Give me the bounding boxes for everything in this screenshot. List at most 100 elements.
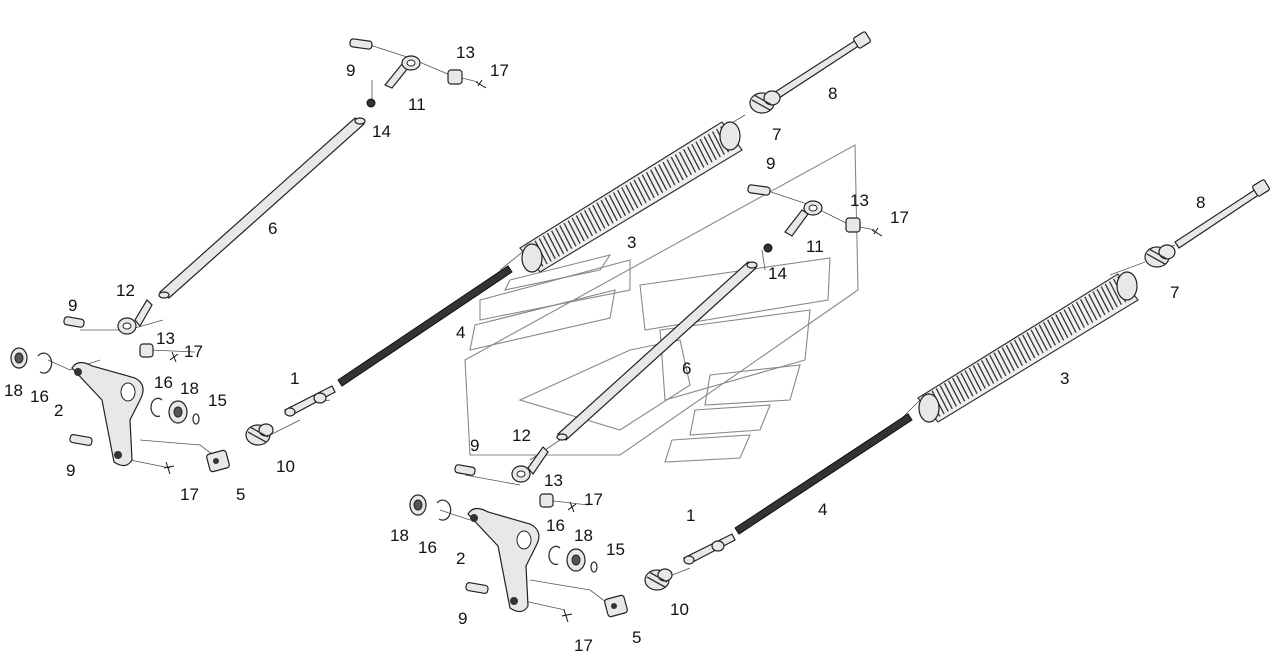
- rod-end-12b: [511, 446, 549, 483]
- pin-9b-top: [747, 184, 771, 196]
- callout-16-a-right: 16: [154, 373, 173, 392]
- callout-3-b: 3: [1060, 369, 1069, 388]
- callout-17-b-low: 17: [574, 636, 593, 655]
- cotter-17a-mid: [169, 351, 179, 363]
- callout-7-b: 7: [1170, 283, 1179, 302]
- callout-6-a: 6: [268, 219, 277, 238]
- callout-10-b: 10: [670, 600, 689, 619]
- callout-17-b-mid: 17: [584, 490, 603, 509]
- cotter-17b-low: [561, 609, 573, 623]
- nut-14a: [366, 98, 376, 108]
- rod-6a: [158, 117, 366, 299]
- callout-2-a: 2: [54, 401, 63, 420]
- callout-7-a: 7: [772, 125, 781, 144]
- pin-9a-low: [69, 434, 93, 446]
- callout-9-a-low: 9: [66, 461, 75, 480]
- threaded-rod-4a: [337, 265, 513, 387]
- spring-cap-7b: [1144, 244, 1176, 268]
- cotter-17b-mid: [567, 501, 577, 513]
- assembly-a: [10, 31, 871, 475]
- callout-13-b-top: 13: [850, 191, 869, 210]
- bolt-8a: [774, 31, 871, 99]
- ring-16a-right: [150, 397, 163, 418]
- shaft-1a: [284, 385, 336, 417]
- callout-16-b-left: 16: [418, 538, 437, 557]
- rod-end-12a: [117, 299, 153, 335]
- callout-8-b: 8: [1196, 193, 1205, 212]
- bushing-13b-mid: [539, 493, 554, 508]
- ring-16a-left: [37, 352, 53, 374]
- callout-14-a: 14: [372, 122, 391, 141]
- callout-15-a: 15: [208, 391, 227, 410]
- callout-17-a-mid: 17: [184, 342, 203, 361]
- block-5b: [604, 594, 628, 618]
- callout-16-b-right: 16: [546, 516, 565, 535]
- pin-9b-low: [465, 582, 489, 594]
- callout-9-b-top: 9: [766, 154, 775, 173]
- callout-2-b: 2: [456, 549, 465, 568]
- cotter-17a-top: [475, 79, 487, 89]
- callout-18-b-right: 18: [574, 526, 593, 545]
- callout-14-b: 14: [768, 264, 787, 283]
- callout-1-a: 1: [290, 369, 299, 388]
- ring-16b-right: [548, 545, 561, 566]
- threaded-rod-4b: [734, 413, 913, 535]
- pin-9a-mid: [63, 316, 85, 328]
- spring-cap-10b: [644, 568, 673, 591]
- callout-9-a-mid: 9: [68, 296, 77, 315]
- callout-9-b-mid: 9: [470, 436, 479, 455]
- callout-18-a-right: 18: [180, 379, 199, 398]
- spring-3a: [519, 121, 743, 273]
- block-5a: [206, 449, 230, 473]
- pin-9b-mid: [454, 464, 476, 476]
- washer-15a: [192, 413, 200, 425]
- watermark-logo: [464, 144, 859, 463]
- callout-17-b-top: 17: [890, 208, 909, 227]
- spring-cap-7a: [749, 90, 781, 114]
- bushing-13a-mid: [139, 343, 154, 358]
- callout-10-a: 10: [276, 457, 295, 476]
- rod-end-11b: [784, 200, 823, 237]
- callout-15-b: 15: [606, 540, 625, 559]
- spring-cap-10a: [245, 423, 274, 446]
- callout-6-b: 6: [682, 359, 691, 378]
- ring-16b-left: [436, 499, 452, 521]
- callout-5-a: 5: [236, 485, 245, 504]
- callout-5-b: 5: [632, 628, 641, 647]
- nut-14b: [763, 243, 773, 253]
- spring-3b: [917, 271, 1139, 423]
- bushing-13a-top: [447, 69, 463, 85]
- callout-4-a: 4: [456, 323, 465, 342]
- pin-9a-top: [349, 38, 373, 50]
- bolt-8b: [1174, 179, 1270, 249]
- shaft-1b: [683, 533, 736, 565]
- washer-15b: [590, 561, 598, 573]
- callout-3-a: 3: [627, 233, 636, 252]
- callout-16-a-left: 16: [30, 387, 49, 406]
- assembly-b: [409, 179, 1270, 623]
- callout-1-b: 1: [686, 506, 695, 525]
- callout-8-a: 8: [828, 84, 837, 103]
- callouts-a: 9 13 17 11 14 8 7 6 3 4 12 9 13 17 18 16…: [4, 43, 837, 504]
- callout-18-a-left: 18: [4, 381, 23, 400]
- callout-9-a-top: 9: [346, 61, 355, 80]
- rod-6b: [556, 261, 758, 441]
- cotter-17a-low: [163, 461, 175, 475]
- callout-13-a-top: 13: [456, 43, 475, 62]
- rod-end-11a: [384, 55, 421, 89]
- bushing-13b-top: [845, 217, 861, 233]
- callout-11-a: 11: [408, 95, 426, 114]
- callout-13-b-mid: 13: [544, 471, 563, 490]
- callout-18-b-left: 18: [390, 526, 409, 545]
- callout-11-b: 11: [806, 237, 824, 256]
- callout-17-a-top: 17: [490, 61, 509, 80]
- callout-17-a-low: 17: [180, 485, 199, 504]
- lever-2b: [467, 507, 540, 613]
- callout-4-b: 4: [818, 500, 827, 519]
- cotter-17b-top: [871, 227, 883, 237]
- callout-9-b-low: 9: [458, 609, 467, 628]
- callout-12-b: 12: [512, 426, 531, 445]
- callout-13-a-mid: 13: [156, 329, 175, 348]
- callout-12-a: 12: [116, 281, 135, 300]
